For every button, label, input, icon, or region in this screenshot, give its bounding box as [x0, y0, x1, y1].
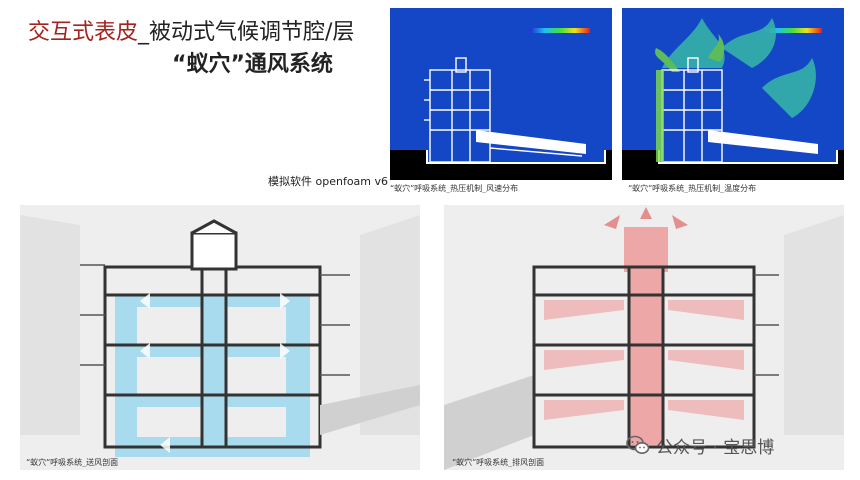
sim-velocity-image [390, 8, 612, 180]
supply-air-caption: “蚁穴”呼吸系统_送风剖面 [26, 458, 119, 467]
page-title: 交互式表皮_被动式气候调节腔/层 [28, 14, 354, 46]
title-separator: _ [138, 20, 150, 45]
colorbar [530, 28, 590, 33]
colorbar [762, 28, 822, 33]
exhaust-air-caption: “蚁穴”呼吸系统_排风剖面 [452, 458, 545, 467]
wechat-icon [626, 434, 650, 456]
sim-temperature-image [622, 8, 844, 180]
sim-velocity-caption: “蚁穴”呼吸系统_热压机制_风速分布 [390, 184, 519, 193]
supply-air-section-image [20, 205, 420, 470]
title-highlight: 交互式表皮 [28, 20, 139, 45]
page-subtitle: “蚁穴”通风系统 [172, 52, 333, 77]
watermark: 公众号 · 宝思博 [626, 432, 774, 458]
sim-temperature-caption: “蚁穴”呼吸系统_热压机制_温度分布 [628, 184, 757, 193]
software-note: 模拟软件 openfoam v6 [268, 175, 389, 188]
exhaust-air-section-image [444, 205, 844, 470]
title-main: 被动式气候调节腔/层 [149, 20, 355, 45]
watermark-text: 公众号 · 宝思博 [656, 437, 775, 458]
